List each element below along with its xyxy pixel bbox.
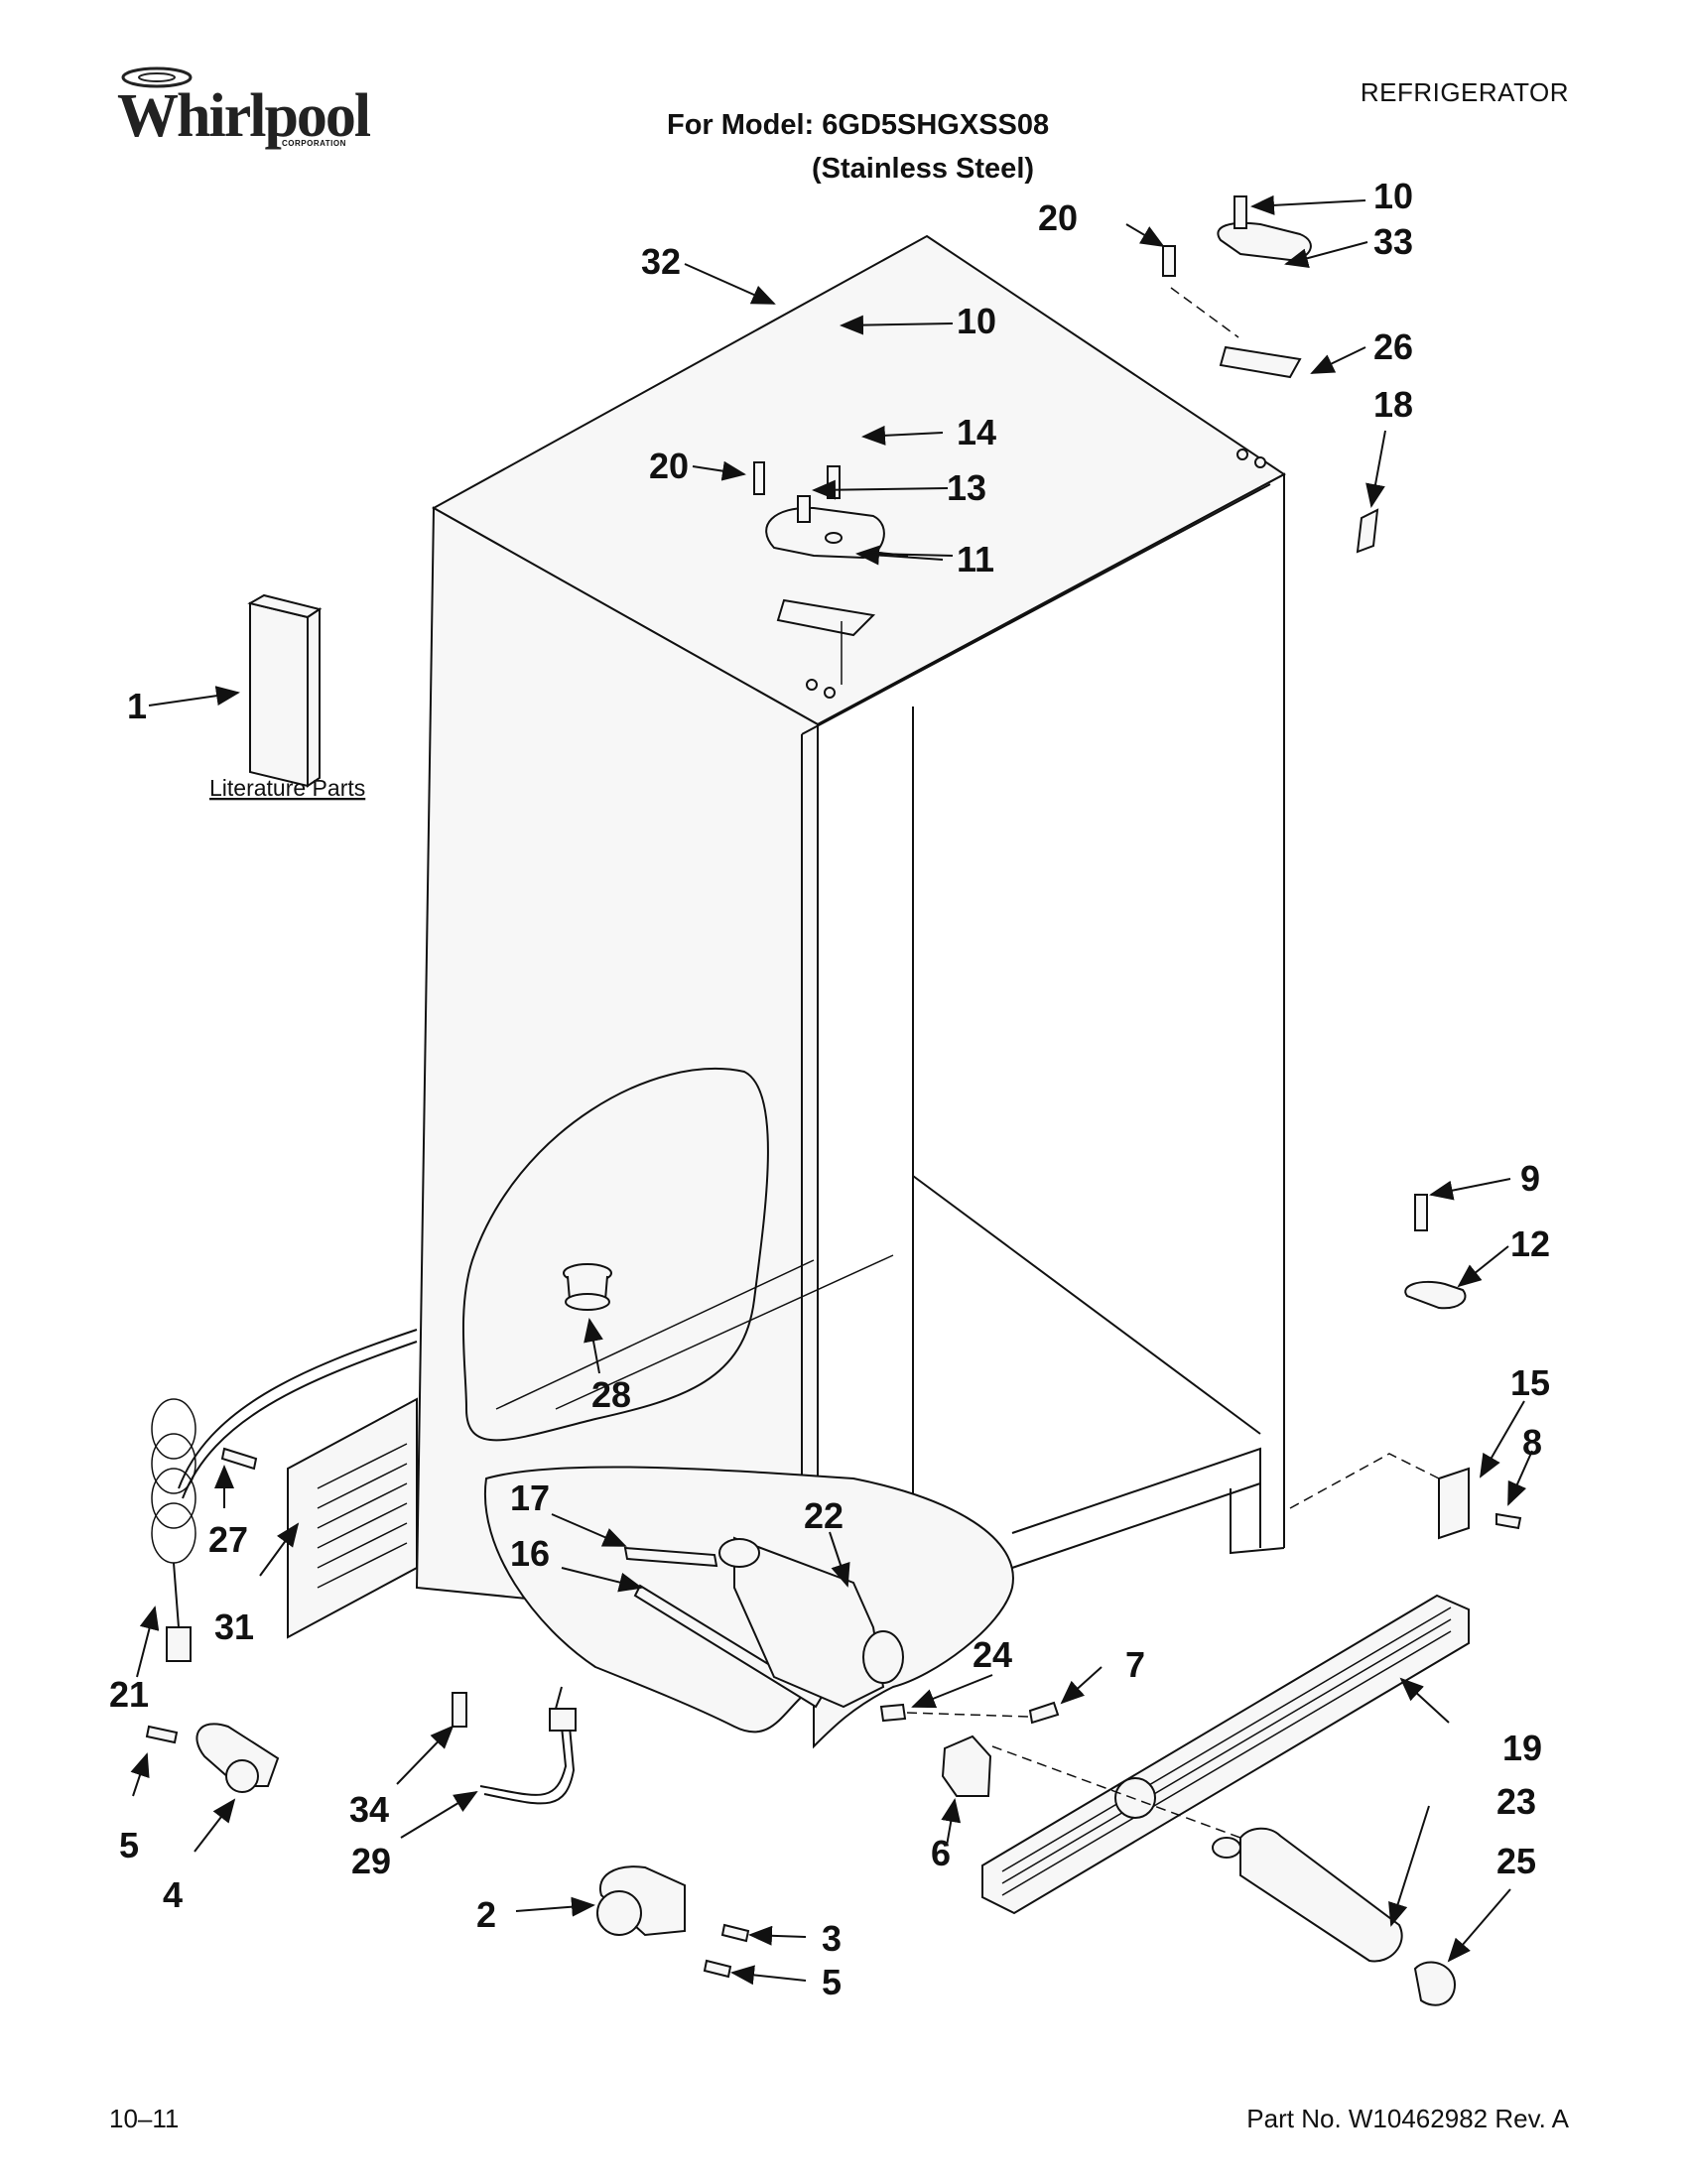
callout-27: 27 (208, 1519, 248, 1560)
leveling-roller-left (145, 1723, 280, 1793)
callout-5-right: 5 (822, 1962, 842, 2002)
callout-16: 16 (510, 1533, 550, 1574)
power-cord (151, 1329, 418, 1662)
callout-34: 34 (349, 1789, 389, 1830)
brand-sub: CORPORATION (282, 139, 346, 148)
base-grille (981, 1594, 1470, 1915)
top-hinge-left (753, 461, 885, 685)
leveling-roller-front (596, 1865, 750, 1979)
callout-18: 18 (1373, 384, 1413, 425)
callout-20-right: 20 (1038, 197, 1078, 238)
leader-lines (130, 194, 1533, 1986)
callout-19: 19 (1502, 1728, 1542, 1768)
filter-cap (1413, 1961, 1457, 2006)
callout-8: 8 (1522, 1422, 1542, 1463)
screw-27 (220, 1447, 258, 1471)
callout-33: 33 (1373, 221, 1413, 262)
callout-4: 4 (163, 1874, 183, 1915)
callout-21: 21 (109, 1674, 149, 1715)
callout-2: 2 (476, 1894, 496, 1935)
finish-line: (Stainless Steel) (812, 153, 1035, 185)
part-number: Part No. W10462982 Rev. A (1246, 2104, 1569, 2133)
callout-7: 7 (1125, 1644, 1145, 1685)
water-inlet-tube (452, 1686, 577, 1805)
callout-9: 9 (1520, 1158, 1540, 1199)
model-line: For Model: 6GD5SHGXSS08 (667, 109, 1050, 141)
callout-29: 29 (351, 1841, 391, 1881)
callout-24: 24 (973, 1634, 1012, 1675)
callout-23: 23 (1496, 1781, 1536, 1822)
callout-25: 25 (1496, 1841, 1536, 1881)
swirl-logo-icon (121, 66, 193, 88)
rear-access-panel (287, 1397, 418, 1639)
callout-3: 3 (822, 1918, 842, 1959)
callout-28: 28 (591, 1374, 631, 1415)
callout-32: 32 (641, 241, 681, 282)
revision-date: 10–11 (109, 2104, 180, 2133)
roller-bracket (1289, 1453, 1522, 1540)
literature-booklet (247, 593, 323, 788)
callout-17: 17 (510, 1477, 550, 1518)
callout-5-left: 5 (119, 1825, 139, 1865)
callout-31: 31 (214, 1606, 254, 1647)
callout-14: 14 (957, 412, 996, 452)
callout-6: 6 (931, 1833, 951, 1873)
connector-bracket (879, 1701, 1241, 1839)
callout-10-right: 10 (1373, 176, 1413, 216)
literature-parts-label: Literature Parts (209, 775, 365, 801)
callout-10-upper-left: 10 (957, 301, 996, 341)
product-category: REFRIGERATOR (1360, 77, 1569, 107)
callout-1: 1 (127, 686, 147, 726)
callout-labels: 1 32 10 14 20 13 11 20 10 33 26 18 9 12 … (109, 176, 1550, 2002)
bottom-hinge-bracket (1404, 1194, 1467, 1310)
drain-grommet (563, 1263, 612, 1311)
callout-13: 13 (947, 467, 986, 508)
water-filter-cartridge (1212, 1827, 1403, 1963)
callout-26: 26 (1373, 326, 1413, 367)
callout-22: 22 (804, 1495, 844, 1536)
callout-11: 11 (957, 539, 994, 579)
callout-12: 12 (1510, 1223, 1550, 1264)
callout-20-left: 20 (649, 446, 689, 486)
brand-wordmark: Whirlpool (117, 82, 371, 150)
brand-logo: Whirlpool CORPORATION (109, 62, 387, 161)
callout-15: 15 (1510, 1362, 1550, 1403)
